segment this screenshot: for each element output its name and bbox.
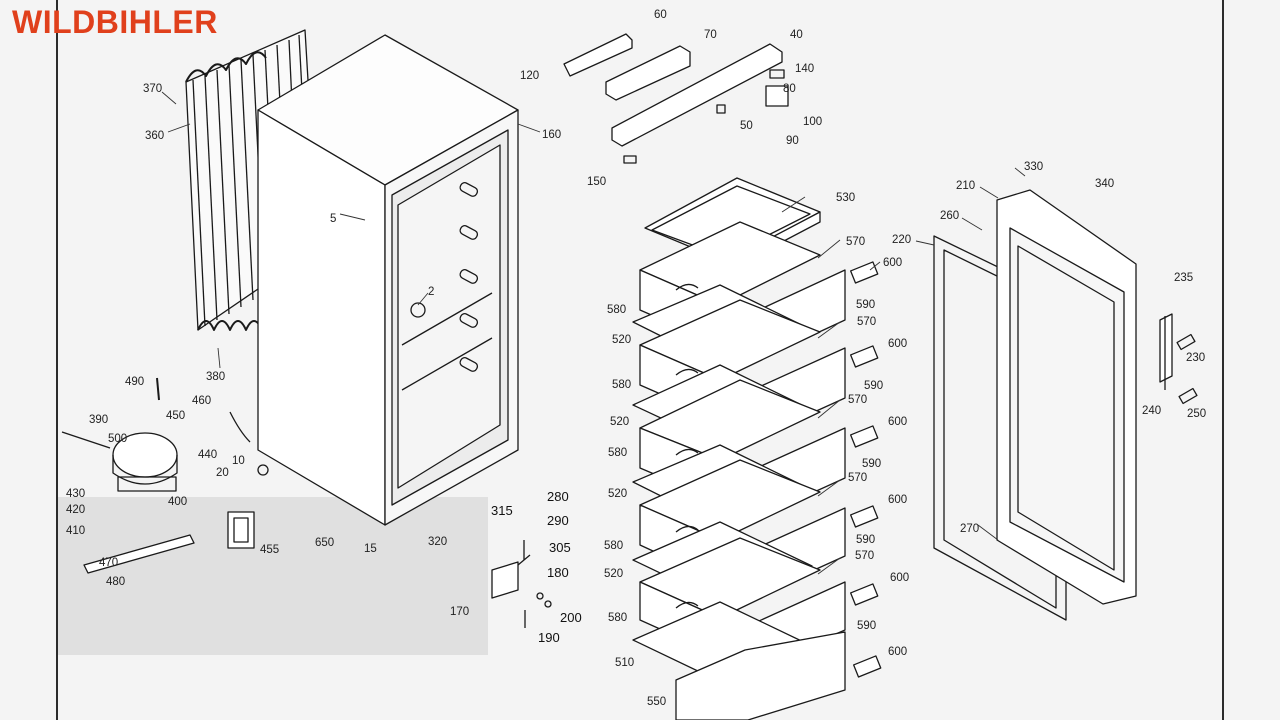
callout-label-400: 400 [168,496,187,508]
callout-label-240: 240 [1142,405,1161,417]
callout-label-520-3: 520 [608,488,627,500]
right-border-line [1222,0,1224,720]
callout-label-460: 460 [192,395,211,407]
callout-label-320: 320 [428,536,447,548]
callout-label-290: 290 [547,513,569,528]
callout-label-580-1: 580 [607,304,626,316]
freezer-door [996,189,1137,605]
callout-label-390: 390 [89,414,108,426]
callout-label-600-3: 600 [888,416,907,428]
callout-label-410: 410 [66,525,85,537]
callout-label-370: 370 [143,83,162,95]
left-border-line [56,0,58,720]
callout-label-520-4: 520 [604,568,623,580]
callout-label-40: 40 [790,29,803,41]
highlight-panel [58,497,488,655]
callout-label-340: 340 [1095,178,1114,190]
callout-label-150: 150 [587,176,606,188]
callout-label-600-5: 600 [890,572,909,584]
callout-label-570-4: 570 [848,472,867,484]
callout-label-480: 480 [106,576,125,588]
callout-label-180: 180 [547,565,569,580]
callout-label-235: 235 [1174,272,1193,284]
callout-label-420: 420 [66,504,85,516]
callout-label-590-5: 590 [857,620,876,632]
callout-label-250: 250 [1187,408,1206,420]
callout-label-530: 530 [836,192,855,204]
callout-label-570-5: 570 [855,550,874,562]
callout-label-5: 5 [330,213,336,225]
callout-label-315: 315 [491,503,513,518]
callout-label-20: 20 [216,467,229,479]
callout-label-170: 170 [450,606,469,618]
freezer-cabinet [257,34,519,526]
compressor [61,377,269,574]
callout-label-2: 2 [428,286,434,298]
callout-label-70: 70 [704,29,717,41]
callout-label-590-1: 590 [856,299,875,311]
callout-label-580-2: 580 [612,379,631,391]
callout-label-280: 280 [547,489,569,504]
callout-label-50: 50 [740,120,753,132]
callout-label-360: 360 [145,130,164,142]
callout-label-590-2: 590 [864,380,883,392]
callout-label-590-3: 590 [862,458,881,470]
callout-label-600-1: 600 [883,257,902,269]
callout-label-470: 470 [99,557,118,569]
callout-label-80: 80 [783,83,796,95]
callout-label-580-3: 580 [608,447,627,459]
brand-logo: WILDBIHLER [12,4,218,40]
callout-label-100: 100 [803,116,822,128]
callout-label-600-2: 600 [888,338,907,350]
callout-label-305: 305 [549,540,571,555]
callout-label-580-5: 580 [608,612,627,624]
freezer-drawer-6 [675,631,846,720]
callout-label-190: 190 [538,630,560,645]
callout-label-440: 440 [198,449,217,461]
callout-label-210: 210 [956,180,975,192]
callout-label-430: 430 [66,488,85,500]
callout-label-380: 380 [206,371,225,383]
callout-label-570-2: 570 [857,316,876,328]
callout-label-650: 650 [315,537,334,549]
callout-label-580-4: 580 [604,540,623,552]
callout-label-200: 200 [560,610,582,625]
callout-label-10: 10 [232,455,245,467]
callout-label-90: 90 [786,135,799,147]
callout-label-120: 120 [520,70,539,82]
callout-label-260: 260 [940,210,959,222]
callout-label-15: 15 [364,543,377,555]
callout-label-570-1: 570 [846,236,865,248]
callout-label-455: 455 [260,544,279,556]
callout-label-230: 230 [1186,352,1205,364]
callout-label-160: 160 [542,129,561,141]
leader-lines [161,91,1026,575]
lower-hinge [491,540,552,628]
callout-labels: 5210152040506070809010012014015016017018… [66,9,1206,708]
callout-label-590-4: 590 [856,534,875,546]
callout-label-450: 450 [166,410,185,422]
upper-hinge [1159,313,1198,405]
callout-label-140: 140 [795,63,814,75]
callout-label-60: 60 [654,9,667,21]
callout-label-600-4: 600 [888,494,907,506]
callout-label-490: 490 [125,376,144,388]
callout-label-520-1: 520 [612,334,631,346]
control-housing [563,33,789,164]
callout-label-220: 220 [892,234,911,246]
callout-label-600-6: 600 [888,646,907,658]
callout-label-500: 500 [108,433,127,445]
callout-label-570-3: 570 [848,394,867,406]
callout-label-270: 270 [960,523,979,535]
callout-label-520-2: 520 [610,416,629,428]
callout-label-510: 510 [615,657,634,669]
callout-label-550: 550 [647,696,666,708]
callout-label-330: 330 [1024,161,1043,173]
